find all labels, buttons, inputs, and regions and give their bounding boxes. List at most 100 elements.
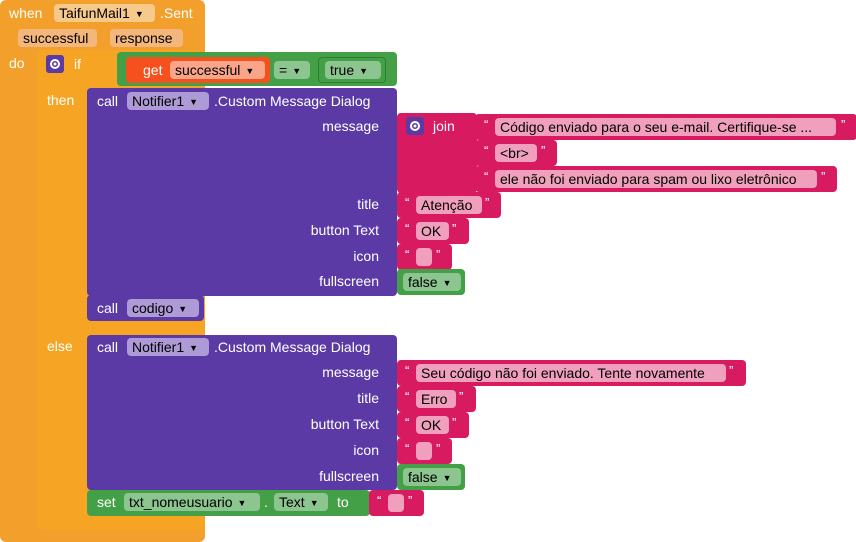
text-field-join-3-label: ele não foi enviado para spam ou lixo el… [500,171,797,187]
text-field-title-2-label: Erro [421,391,448,407]
quote-close-icon: ” [485,195,490,210]
param-successful-label: successful [23,30,89,46]
else-label: else [47,338,73,354]
message-socket-label: message [322,118,379,134]
chevron-down-icon: ▼ [245,66,255,76]
text-field-join-2[interactable]: <br> [495,144,537,162]
quote-open-icon: “ [405,247,410,262]
text-field-title-2[interactable]: Erro [416,390,456,408]
text-field-title-1-label: Atenção [421,197,473,213]
icon-socket-label: icon [353,248,379,264]
setter-property-dropdown[interactable]: Text ▼ [274,493,328,511]
chevron-down-icon: ▼ [442,473,452,483]
chevron-down-icon: ▼ [189,97,199,107]
fullscreen-dropdown-2[interactable]: false ▼ [403,468,461,486]
procedure-dropdown[interactable]: codigo▼ [127,299,199,317]
quote-open-icon: “ [484,169,489,184]
quote-open-icon: “ [405,221,410,236]
quote-open-icon: “ [405,363,410,378]
quote-open-icon: “ [405,415,410,430]
operator-dropdown[interactable]: =▼ [274,61,310,79]
text-field-icon-2[interactable] [416,442,432,460]
fullscreen-dropdown-2-label: false [408,469,438,485]
variable-dropdown[interactable]: successful ▼ [170,61,265,79]
quote-open-icon: “ [405,441,410,456]
setter-property-label: Text [279,494,305,510]
setter-component-dropdown[interactable]: txt_nomeusuario ▼ [124,493,260,511]
param-response-label: response [115,30,173,46]
text-field-button-1[interactable]: OK [416,222,449,240]
notifier-dropdown[interactable]: Notifier1▼ [127,338,209,356]
title-socket-label: title [357,390,379,406]
component-dropdown[interactable]: TaifunMail1 ▼ [54,4,155,22]
get-label: get [143,62,163,78]
quote-open-icon: “ [405,195,410,210]
notifier-dialog-block-1[interactable] [87,88,397,296]
quote-close-icon: ” [452,415,457,430]
text-field-join-3[interactable]: ele não foi enviado para spam ou lixo el… [495,170,817,188]
chevron-down-icon: ▼ [309,498,319,508]
button-text-socket-label: button Text [310,416,379,432]
quote-close-icon: ” [436,441,441,456]
if-label: if [74,56,81,72]
fullscreen-socket-label: fullscreen [319,273,379,289]
fullscreen-socket-label: fullscreen [319,468,379,484]
then-label: then [47,92,75,108]
quote-close-icon: ” [729,363,734,378]
call-label: call [97,93,119,109]
event-name-label: .Sent [160,5,193,21]
boolean-dropdown[interactable]: true ▼ [325,61,381,79]
setter-component-label: txt_nomeusuario [129,494,233,510]
quote-close-icon: ” [408,493,413,508]
icon-socket-label: icon [353,442,379,458]
gear-icon[interactable] [46,55,64,73]
boolean-label: true [330,62,355,78]
text-field-setter[interactable] [388,494,404,512]
quote-open-icon: “ [405,389,410,404]
chevron-down-icon: ▼ [442,278,452,288]
quote-close-icon: ” [452,221,457,236]
to-label: to [337,494,349,510]
param-response[interactable]: response [110,29,183,47]
do-label: do [9,55,25,71]
text-field-message-2[interactable]: Seu código não foi enviado. Tente novame… [416,364,726,382]
chevron-down-icon: ▼ [237,498,247,508]
set-label: set [97,494,116,510]
quote-open-icon: “ [484,117,489,132]
chevron-down-icon: ▼ [359,66,369,76]
join-label: join [433,118,455,134]
notifier-dialog-block-2[interactable] [87,335,397,490]
gear-icon[interactable] [406,117,424,135]
quote-close-icon: ” [821,169,826,184]
notifier-dropdown[interactable]: Notifier1 ▼ [127,92,209,110]
quote-close-icon: ” [541,143,546,158]
component-dropdown-label: TaifunMail1 [59,5,130,21]
setter-dot-label: . [264,494,268,510]
call-label: call [97,300,119,316]
chevron-down-icon: ▼ [292,66,302,76]
chevron-down-icon: ▼ [134,9,144,19]
notifier-dropdown-label: Notifier1 [132,93,185,109]
text-field-button-2[interactable]: OK [416,416,449,434]
quote-close-icon: ” [459,389,464,404]
text-field-join-1[interactable]: Código enviado para o seu e-mail. Certif… [495,118,836,136]
chevron-down-icon: ▼ [178,304,188,314]
quote-close-icon: ” [841,117,846,132]
notifier-dropdown-label: Notifier1 [132,339,185,355]
button-text-socket-label: button Text [310,222,379,238]
quote-open-icon: “ [484,143,489,158]
operator-label: = [279,62,288,78]
fullscreen-dropdown-1[interactable]: false ▼ [403,273,461,291]
quote-open-icon: “ [377,493,382,508]
text-field-button-2-label: OK [421,417,442,433]
text-field-join-1-label: Código enviado para o seu e-mail. Certif… [500,119,813,135]
text-field-title-1[interactable]: Atenção [416,196,482,214]
method-label: .Custom Message Dialog [214,93,371,109]
text-field-join-2-label: <br> [500,145,529,161]
text-field-button-1-label: OK [421,223,442,239]
text-field-icon-1[interactable] [416,248,432,266]
quote-close-icon: ” [436,247,441,262]
variable-dropdown-label: successful [175,62,241,78]
fullscreen-dropdown-1-label: false [408,274,438,290]
param-successful[interactable]: successful [18,29,97,47]
